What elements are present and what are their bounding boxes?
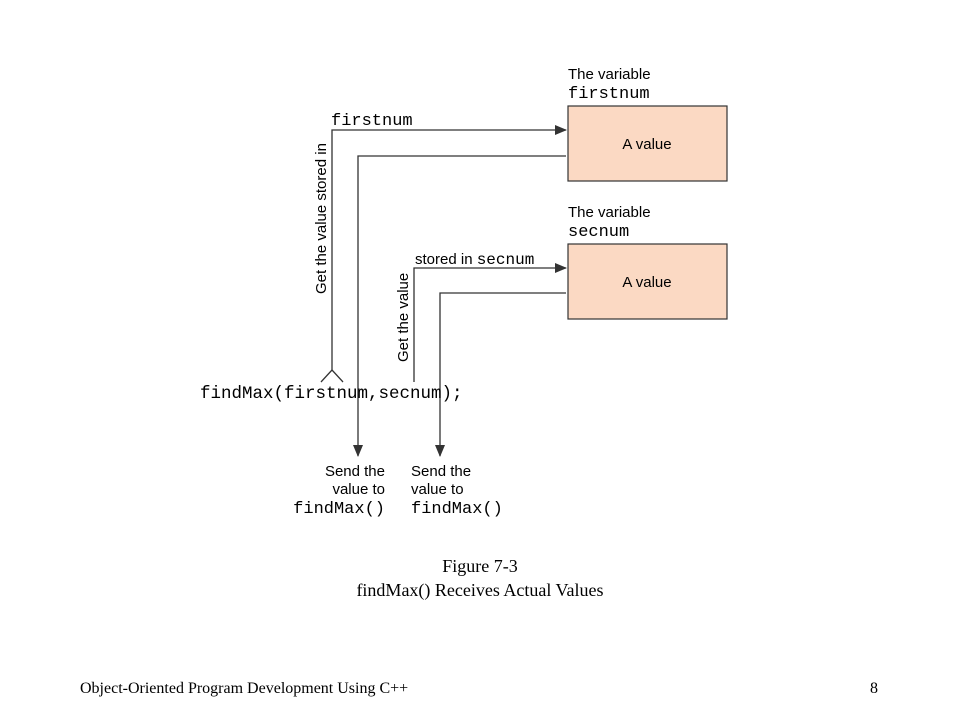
send-left-line2: value to [332, 481, 385, 498]
second-box-caption-line2: secnum [568, 223, 629, 242]
page-number: 8 [870, 680, 878, 697]
send-right-line3: findMax() [411, 500, 503, 519]
secnum-arrow-label-prefix: stored in [415, 251, 477, 268]
figure-number: Figure 7-3 [442, 556, 518, 576]
vertical-label-secnum: Get the value [395, 273, 412, 362]
firstnum-box-value: A value [622, 136, 671, 153]
first-box-caption-line2: firstnum [568, 85, 650, 104]
second-box-caption-line1: The variable [568, 204, 651, 221]
send-left-line3: findMax() [293, 500, 385, 519]
firstnum-fork [320, 369, 344, 383]
secnum-box [567, 243, 728, 320]
firstnum-box [567, 105, 728, 182]
send-right-line2: value to [411, 481, 464, 498]
secnum-box-value: A value [622, 274, 671, 291]
course-title: Object-Oriented Program Development Usin… [80, 680, 409, 697]
figure-title: findMax() Receives Actual Values [356, 580, 604, 600]
send-right-line1: Send the [411, 463, 471, 480]
secnum-arrow-label-var: secnum [477, 251, 535, 269]
secnum-arrow-label: stored in secnum [415, 251, 534, 269]
function-call: findMax(firstnum,secnum); [200, 384, 463, 404]
vertical-label-firstnum: Get the value stored in [313, 143, 330, 294]
secnum-send-line [435, 292, 566, 457]
firstnum-arrow-label: firstnum [331, 112, 413, 131]
send-left-line1: Send the [325, 463, 385, 480]
first-box-caption-line1: The variable [568, 66, 651, 83]
firstnum-send-line [353, 155, 566, 457]
secnum-fetch-line [413, 263, 567, 382]
firstnum-fetch-line [331, 125, 567, 370]
